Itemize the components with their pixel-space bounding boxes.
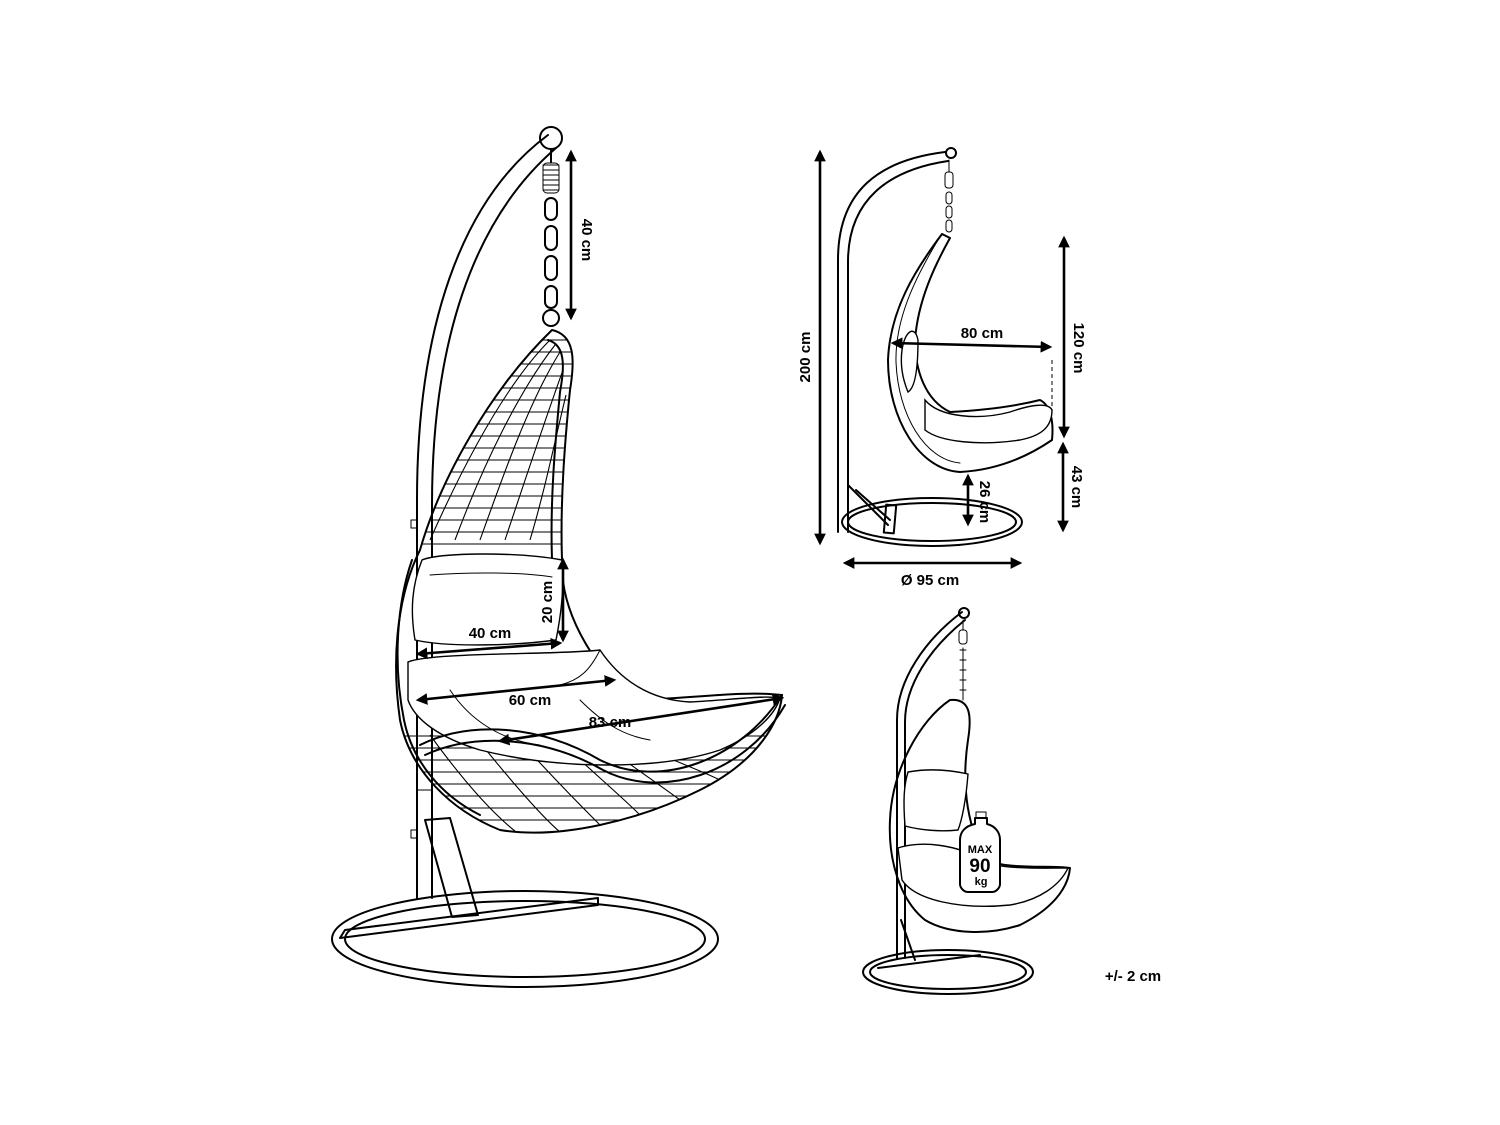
seat-depth-arrow bbox=[890, 337, 1053, 353]
main-chair-drawing bbox=[331, 126, 786, 988]
seat-length-label: 83 cm bbox=[589, 714, 632, 731]
main-spring bbox=[542, 162, 560, 194]
seat-width-middle-arrow bbox=[415, 675, 617, 705]
max-load-unit: kg bbox=[975, 876, 988, 888]
main-base-ring bbox=[331, 890, 719, 988]
seat-length-arrow bbox=[497, 693, 785, 746]
load-view-drawing: MAX 90 kg bbox=[862, 607, 1071, 995]
max-load-value: 90 bbox=[969, 856, 990, 877]
max-load-weight-icon: MAX 90 kg bbox=[959, 811, 1001, 893]
headrest-height-label: 20 cm bbox=[539, 581, 556, 624]
seat-height-label: 120 cm bbox=[1070, 323, 1087, 374]
side-dimensions: 200 cm 80 cm 120 cm 26 cm 43 cm Ø 95 cm bbox=[797, 149, 1087, 589]
chain-length-label: 40 cm bbox=[578, 219, 595, 262]
seat-width-top-arrow bbox=[415, 637, 563, 660]
main-dimensions: 40 cm 20 cm 40 cm 60 cm 83 cm bbox=[415, 149, 785, 746]
seat-depth-label: 80 cm bbox=[961, 325, 1004, 342]
side-chain bbox=[944, 159, 954, 233]
tolerance-note: +/- 2 cm bbox=[1105, 968, 1161, 985]
seat-width-top-label: 40 cm bbox=[469, 625, 512, 642]
base-diameter-label: Ø 95 cm bbox=[901, 572, 959, 589]
base-to-seat-label: 26 cm bbox=[976, 481, 993, 524]
main-chain bbox=[542, 197, 560, 327]
ground-to-seat-label: 43 cm bbox=[1068, 466, 1085, 509]
total-height-label: 200 cm bbox=[797, 332, 814, 383]
seat-width-middle-label: 60 cm bbox=[509, 692, 552, 709]
max-load-label: MAX bbox=[968, 844, 993, 856]
